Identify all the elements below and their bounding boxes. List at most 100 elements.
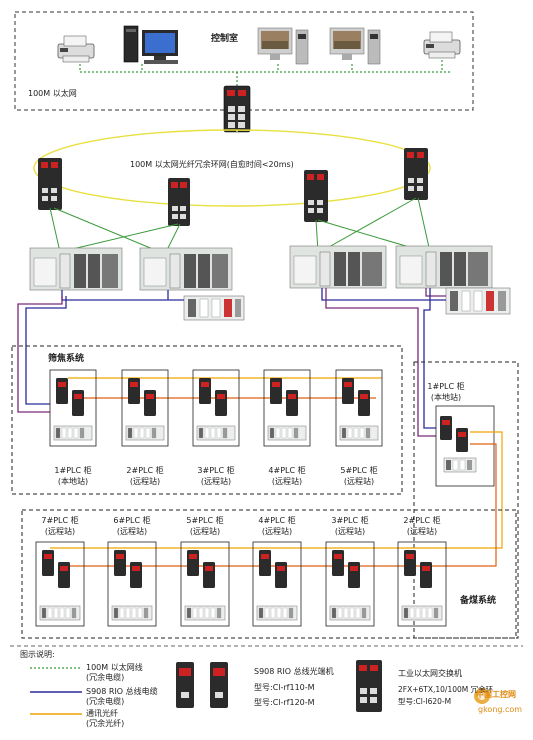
cabinet-frame xyxy=(397,541,447,627)
cabinet-frame xyxy=(252,541,302,627)
plc-cabinet xyxy=(192,369,240,447)
legend-fiber-line2: (冗余光纤) xyxy=(86,719,125,728)
coal-local-cabinet-name: 1#PLC 柜 xyxy=(427,382,465,391)
media-converter-icon xyxy=(358,390,370,416)
cabinet-role: (远程站) xyxy=(334,527,366,536)
media-converter-icon xyxy=(348,562,360,588)
screening-system-title: 筛焦系统 xyxy=(48,354,85,364)
media-converter-icon xyxy=(203,562,215,588)
fiber-ring xyxy=(33,129,431,207)
cabinet-role: (远程站) xyxy=(44,527,76,536)
ring-switch-icon xyxy=(38,158,62,210)
cabinet-frame xyxy=(335,369,383,447)
media-converter-icon xyxy=(72,390,84,416)
io-rack-icon xyxy=(445,287,511,315)
legend-switch-spec2: 型号:Cl-l620-M xyxy=(398,697,452,706)
plc-cabinet xyxy=(263,369,311,447)
media-converter-icon xyxy=(404,550,416,576)
media-converter-icon xyxy=(342,378,354,404)
cabinet-name: 4#PLC 柜 xyxy=(258,516,296,525)
legend-rio-line1: S908 RIO 总线电缆 xyxy=(86,687,158,696)
plc-cabinet xyxy=(35,541,85,627)
legend-media-converter-icon xyxy=(176,662,194,708)
workstation-icon xyxy=(329,27,381,65)
plc-cabinet xyxy=(180,541,230,627)
media-converter-icon xyxy=(456,428,468,452)
cabinet-name: 7#PLC 柜 xyxy=(41,516,79,525)
watermark-url: gkong.com xyxy=(478,705,523,714)
io-rack-icon xyxy=(401,605,443,621)
coal-system-title: 备煤系统 xyxy=(460,596,497,606)
cabinet-frame xyxy=(192,369,240,447)
ring-switch-icon xyxy=(168,178,190,226)
cabinet-role: (远程站) xyxy=(129,477,161,486)
cabinet-role: (远程站) xyxy=(406,527,438,536)
media-converter-icon xyxy=(286,390,298,416)
cabinet-frame xyxy=(180,541,230,627)
coal-local-cabinet-role: (本地站) xyxy=(430,393,462,402)
io-rack-icon xyxy=(184,605,226,621)
control-room-network-label: 100M 以太网 xyxy=(28,89,77,98)
media-converter-icon xyxy=(215,390,227,416)
watermark-logo-text: 中国工控网 xyxy=(476,690,516,699)
cabinet-role: (远程站) xyxy=(343,477,375,486)
media-converter-icon xyxy=(130,562,142,588)
legend-rio-line2: (冗余电缆) xyxy=(86,697,125,706)
cabinet-frame xyxy=(121,369,169,447)
legend-switch-title: 工业以太网交换机 xyxy=(398,669,462,678)
io-rack-icon xyxy=(256,605,298,621)
cabinet-role: (远程站) xyxy=(116,527,148,536)
media-converter-icon xyxy=(187,550,199,576)
plc-rack-icon xyxy=(289,245,387,289)
media-converter-icon xyxy=(199,378,211,404)
media-converter-icon xyxy=(114,550,126,576)
legend-title: 图示说明: xyxy=(20,650,55,659)
media-converter-icon xyxy=(56,378,68,404)
cabinet-frame xyxy=(35,541,85,627)
cabinet-role: (远程站) xyxy=(261,527,293,536)
legend-fiber-line1: 通讯光纤 xyxy=(86,709,118,718)
io-rack-icon xyxy=(183,295,245,321)
cabinet-name: 4#PLC 柜 xyxy=(268,466,306,475)
printer-icon xyxy=(57,35,95,63)
plc-cabinet xyxy=(397,541,447,627)
cabinet-name: 2#PLC 柜 xyxy=(403,516,441,525)
legend-ethernet-line2: (冗余电缆) xyxy=(86,673,125,682)
cabinet-role: (远程站) xyxy=(271,477,303,486)
legend-ethernet-line1: 100M 以太网线 xyxy=(86,663,143,672)
cabinet-role: (远程站) xyxy=(189,527,221,536)
io-rack-icon xyxy=(329,605,371,621)
watermark-logo xyxy=(474,688,490,704)
legend-switch-icon xyxy=(356,660,382,712)
legend-switch-spec1: 2FX+6TX,10/100M 冗余环 xyxy=(398,685,494,694)
core-switch-icon xyxy=(223,85,251,133)
cabinet-name: 2#PLC 柜 xyxy=(126,466,164,475)
cabinet-name: 5#PLC 柜 xyxy=(186,516,224,525)
fiber-coal-link xyxy=(406,431,503,549)
cabinet-name: 1#PLC 柜 xyxy=(54,466,92,475)
media-converter-icon xyxy=(259,550,271,576)
ring-switch-icon xyxy=(404,148,428,200)
legend-media-converter-icon xyxy=(210,662,228,708)
coal-system-box xyxy=(21,509,517,639)
media-converter-icon xyxy=(128,378,140,404)
io-rack-icon xyxy=(196,425,236,441)
cabinet-name: 3#PLC 柜 xyxy=(331,516,369,525)
ring-label: 100M 以太网光纤冗余环网(自愈时间<20ms) xyxy=(130,160,294,169)
legend-media-converter-model1: 型号:Cl-rf110-M xyxy=(254,683,315,692)
media-converter-icon xyxy=(440,416,452,440)
plc-cabinet xyxy=(49,369,97,447)
screening-system-box xyxy=(11,345,403,495)
plc-cabinet xyxy=(335,369,383,447)
control-room-title: 控制室 xyxy=(211,34,239,44)
io-rack-icon xyxy=(339,425,379,441)
media-converter-icon xyxy=(275,562,287,588)
coal-local-station-box xyxy=(413,361,519,639)
fiber-coal-link-2 xyxy=(420,443,497,567)
media-converter-icon xyxy=(420,562,432,588)
io-rack-icon xyxy=(125,425,165,441)
printer-icon xyxy=(423,31,461,59)
media-converter-icon xyxy=(42,550,54,576)
plc-cabinet xyxy=(121,369,169,447)
